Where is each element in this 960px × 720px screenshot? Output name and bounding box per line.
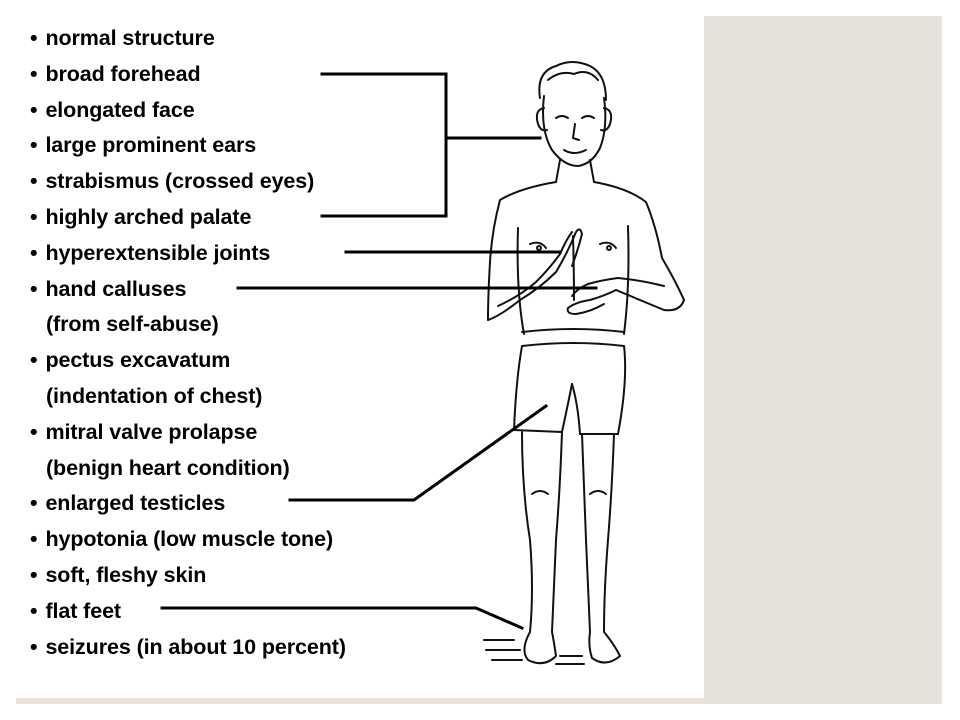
feature-label-normal-structure: normal structure: [30, 22, 346, 58]
leader-bracket-face: [320, 72, 542, 218]
feature-label-mitral-valve-prolapse-note: (benign heart condition): [46, 455, 290, 480]
feature-label-pectus-excavatum: pectus excavatum: [30, 344, 346, 380]
side-panel: [704, 16, 942, 700]
feature-label-highly-arched-palate: highly arched palate: [30, 201, 346, 237]
feature-label-large-prominent-ears: large prominent ears: [30, 129, 346, 165]
feature-label-list: normal structurebroad foreheadelongated …: [30, 22, 346, 666]
leader-lines: [160, 72, 598, 630]
feature-diagram: normal structurebroad foreheadelongated …: [0, 0, 704, 698]
leader-flat-feet: [160, 606, 524, 630]
feature-label-soft-fleshy-skin: soft, fleshy skin: [30, 559, 346, 595]
leader-enlarged-testicles: [288, 403, 549, 502]
feature-label-enlarged-testicles: enlarged testicles: [30, 487, 346, 523]
feature-label-hyperextensible-joints: hyperextensible joints: [30, 237, 346, 273]
feature-label-flat-feet: flat feet: [30, 595, 346, 631]
feature-label-seizures: seizures (in about 10 percent): [30, 631, 346, 667]
feature-label-elongated-face: elongated face: [30, 94, 346, 130]
feature-label-hand-calluses: hand calluses: [30, 273, 346, 309]
feature-label-pectus-excavatum-note: (indentation of chest): [46, 383, 263, 408]
feature-label-hypotonia: hypotonia (low muscle tone): [30, 523, 346, 559]
feature-label-hand-calluses-note: (from self-abuse): [46, 312, 219, 337]
feature-label-broad-forehead: broad forehead: [30, 58, 346, 94]
feature-label-strabismus: strabismus (crossed eyes): [30, 165, 346, 201]
figure-svg: [160, 61, 685, 665]
human-figure-illustration: [483, 61, 685, 665]
feature-label-mitral-valve-prolapse: mitral valve prolapse: [30, 416, 346, 452]
bottom-strip: [16, 698, 942, 704]
